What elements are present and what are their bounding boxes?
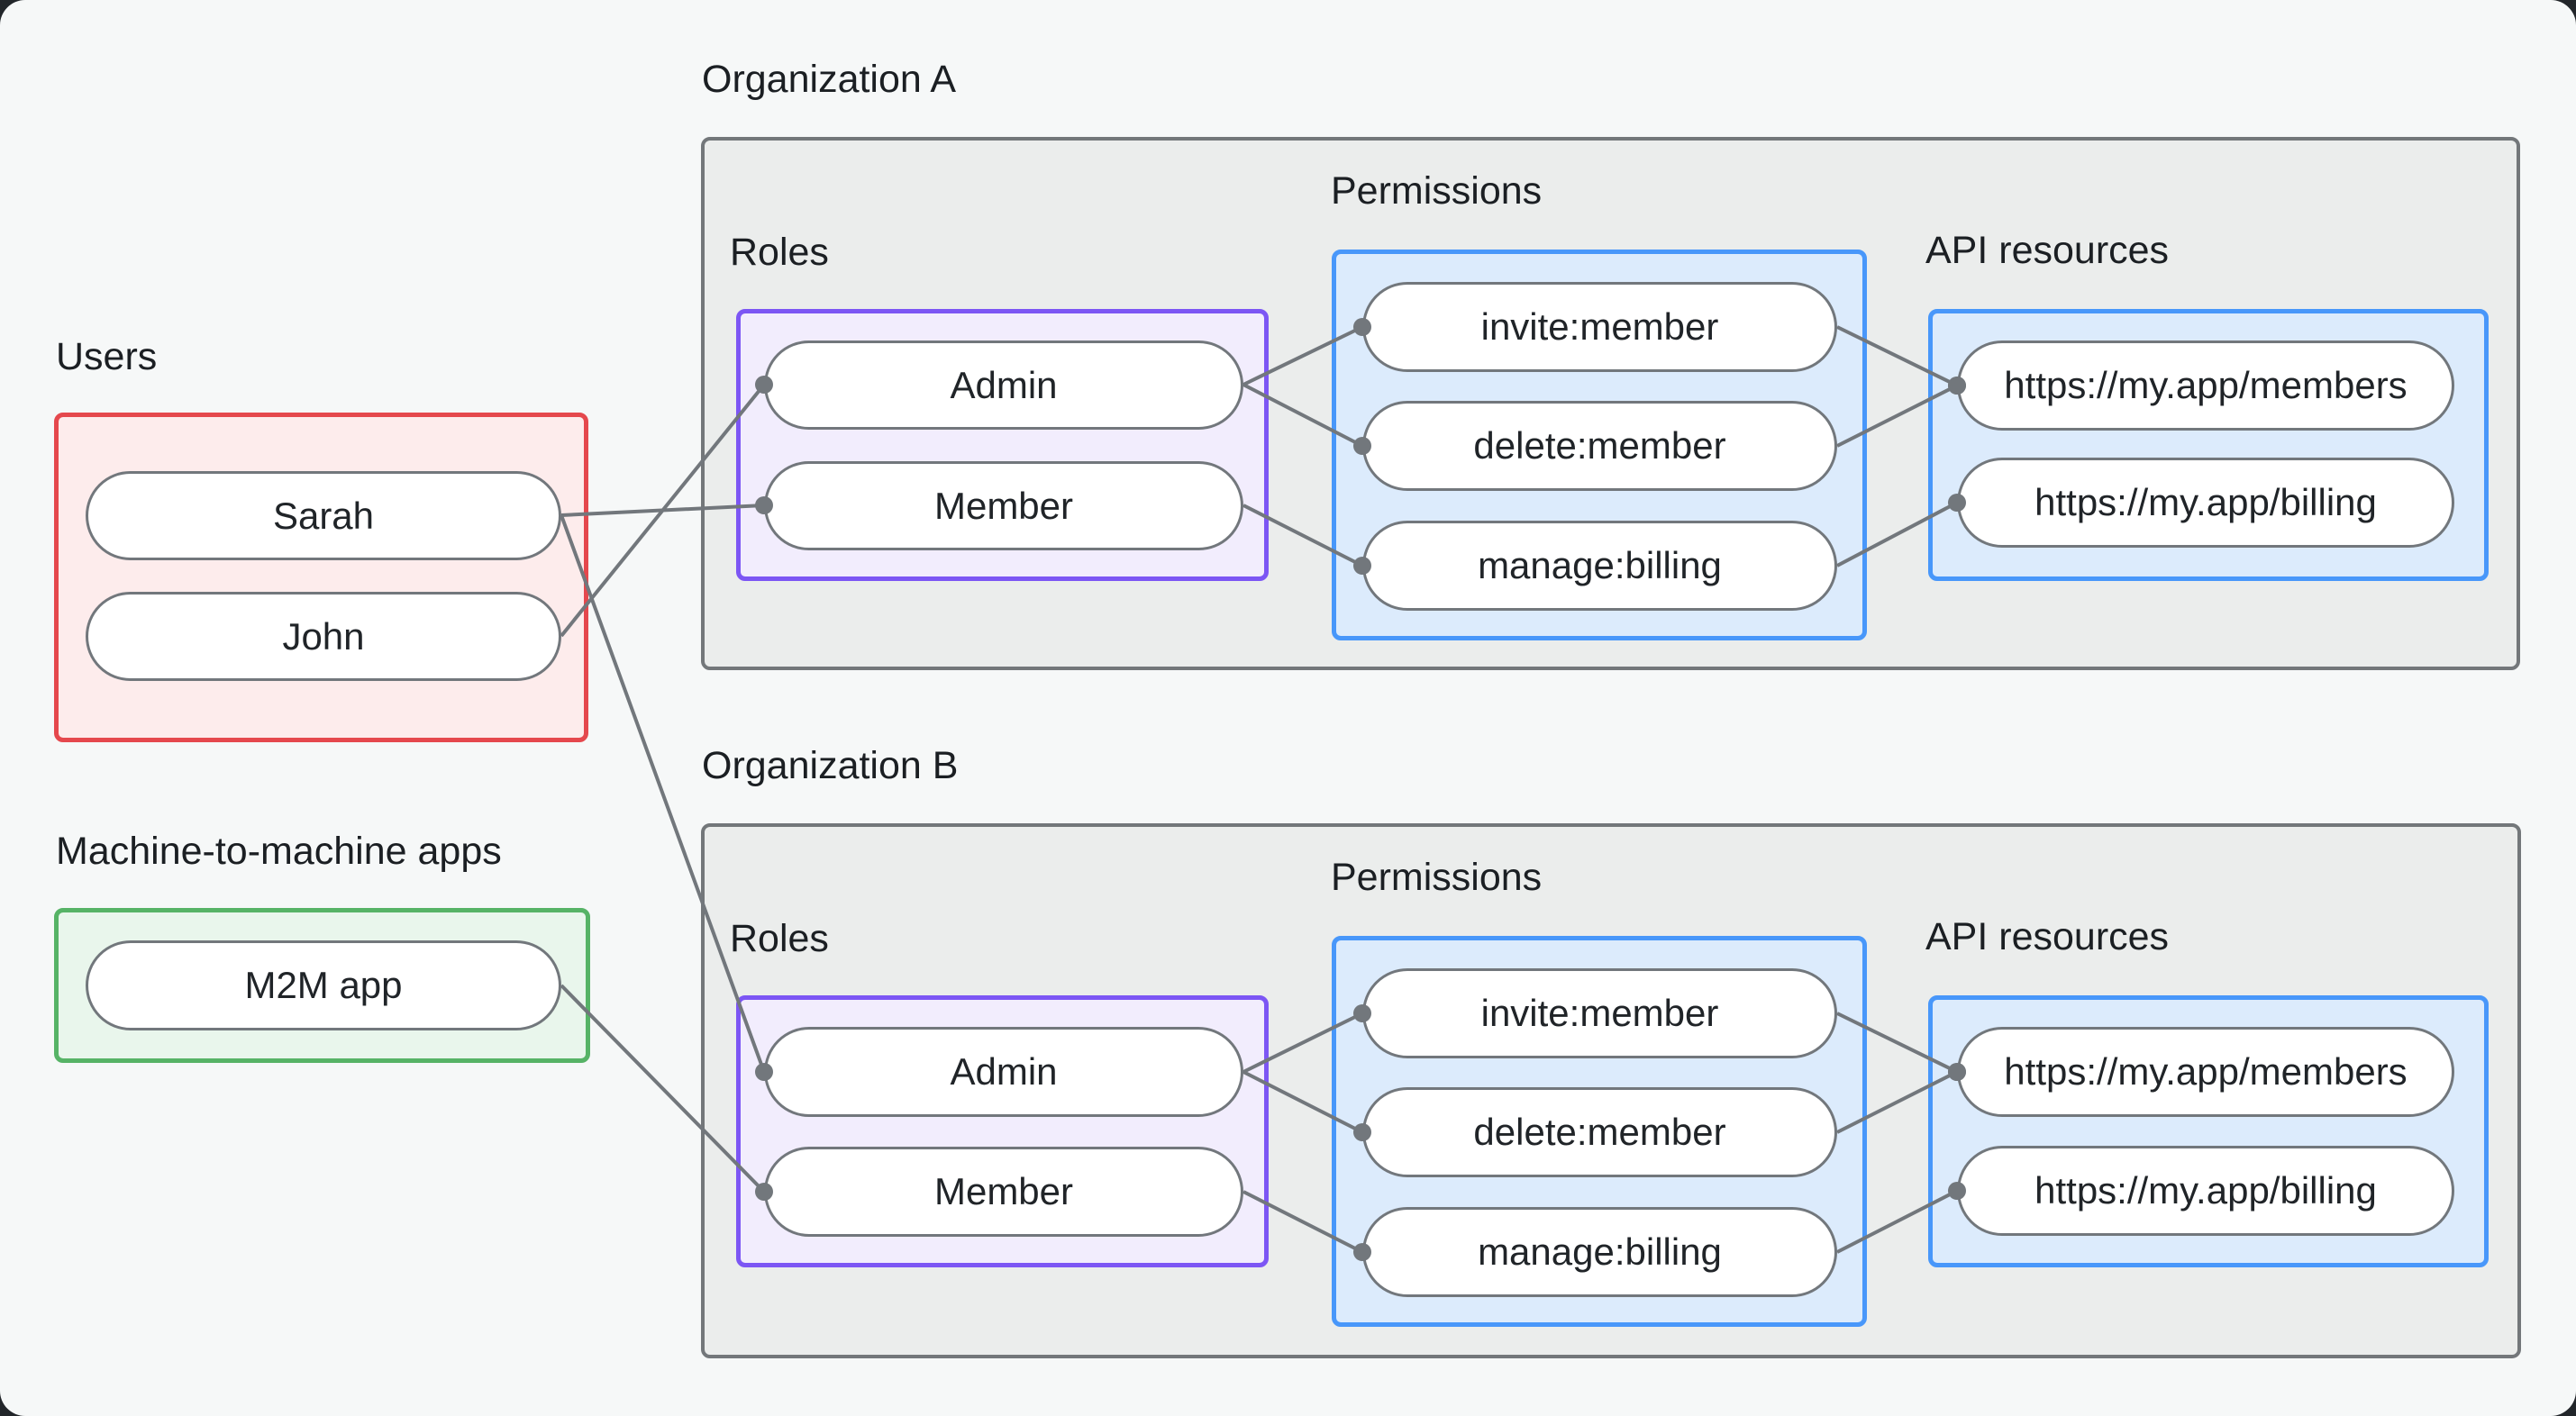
org-b-title: Organization B: [702, 744, 959, 787]
node-org-b-perm-delete: delete:member: [1362, 1087, 1837, 1177]
node-org-a-role-member: Member: [764, 461, 1243, 550]
org-a-title: Organization A: [702, 58, 957, 101]
org-b-api-label: API resources: [1925, 915, 2170, 958]
org-a-roles-label: Roles: [730, 231, 829, 274]
node-org-a-perm-delete: delete:member: [1362, 401, 1837, 491]
org-a-permissions-label: Permissions: [1331, 169, 1543, 213]
node-user-sarah: Sarah: [86, 471, 561, 560]
node-org-b-role-member: Member: [764, 1147, 1243, 1237]
org-a-api-label: API resources: [1925, 229, 2170, 272]
m2m-section-label: Machine-to-machine apps: [56, 830, 502, 873]
node-org-a-role-admin: Admin: [764, 340, 1243, 430]
node-org-b-role-admin: Admin: [764, 1027, 1243, 1117]
users-section-label: Users: [56, 335, 158, 378]
node-user-john: John: [86, 592, 561, 681]
node-org-b-perm-invite: invite:member: [1362, 968, 1837, 1058]
node-org-b-perm-manage: manage:billing: [1362, 1207, 1837, 1297]
org-b-roles-label: Roles: [730, 917, 829, 960]
org-b-permissions-label: Permissions: [1331, 856, 1543, 899]
node-m2m-app: M2M app: [86, 940, 561, 1030]
users-group-box: [54, 413, 588, 742]
node-org-a-api-members: https://my.app/members: [1957, 340, 2454, 431]
node-org-b-api-billing: https://my.app/billing: [1957, 1146, 2454, 1236]
node-org-b-api-members: https://my.app/members: [1957, 1027, 2454, 1117]
node-org-a-perm-invite: invite:member: [1362, 282, 1837, 372]
node-org-a-perm-manage: manage:billing: [1362, 521, 1837, 611]
node-org-a-api-billing: https://my.app/billing: [1957, 458, 2454, 548]
